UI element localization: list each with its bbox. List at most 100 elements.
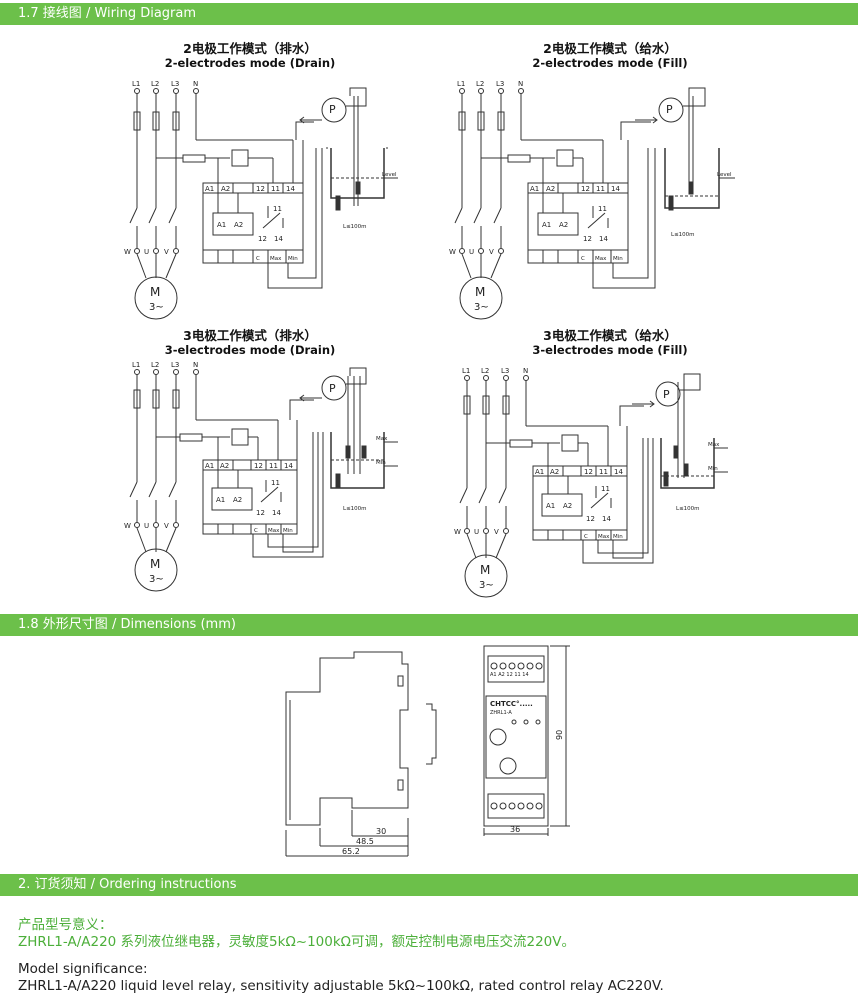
t12-inner-label: 12 xyxy=(586,515,595,523)
l2-label: L2 xyxy=(481,368,489,375)
w-label: W xyxy=(124,248,131,256)
l3-label: L3 xyxy=(496,80,504,88)
model-label: ZHRL1-A xyxy=(490,710,512,716)
motor-label: M xyxy=(475,285,485,299)
dimension-front-view: A1 A2 12 11 14 CHTCC°..... ZHRL1-A 90 36 xyxy=(483,645,570,836)
section-ordering-header: 2. 订货须知 / Ordering instructions xyxy=(0,874,858,896)
level-min-label: Min xyxy=(708,466,718,472)
u-label: U xyxy=(144,522,149,530)
t11-inner-label: 11 xyxy=(273,205,282,213)
t12-inner-label: 12 xyxy=(256,509,265,517)
max-label: Max xyxy=(270,256,282,262)
pump-label: P xyxy=(666,103,673,116)
level-min-label: Min xyxy=(376,460,386,466)
l1-label: L1 xyxy=(132,80,140,88)
v-label: V xyxy=(164,248,169,256)
dim-90-label: 90 xyxy=(555,730,564,740)
t12-label: 12 xyxy=(254,462,263,470)
distance-label: L≤100m xyxy=(343,506,367,512)
pump-label: P xyxy=(663,388,670,401)
l3-label: L3 xyxy=(171,80,179,88)
t11-inner-label: 11 xyxy=(601,485,610,493)
n-label: N xyxy=(518,80,523,88)
section-wiring-title: 1.7 接线图 / Wiring Diagram xyxy=(18,6,197,21)
ordering-cn-text: ZHRL1-A/A220 系列液位继电器，灵敏度5kΩ~100kΩ可调，额定控制… xyxy=(18,934,575,950)
ordering-cn-heading: 产品型号意义： xyxy=(18,917,113,933)
a1-label: A1 xyxy=(205,185,214,193)
l1-label: L1 xyxy=(132,362,140,369)
motor-sub-label: 3~ xyxy=(149,302,164,313)
level-max-label: Max xyxy=(708,442,720,448)
t11-label: 11 xyxy=(269,462,278,470)
l2-label: L2 xyxy=(151,80,159,88)
a1-label: A1 xyxy=(535,468,544,476)
min-label: Min xyxy=(613,256,623,262)
wiring-diagram-fill-2: L1 L2 L3 N A1 A2 12 11 14 A1 A2 11 12 14… xyxy=(449,80,735,320)
a2-label: A2 xyxy=(221,185,230,193)
max-label: Max xyxy=(598,534,610,540)
t14-inner-label: 14 xyxy=(274,235,283,243)
distance-label: L≤100m xyxy=(343,224,367,230)
l1-label: L1 xyxy=(457,80,465,88)
u-label: U xyxy=(469,248,474,256)
max-label: Max xyxy=(595,256,607,262)
t14-inner-label: 14 xyxy=(272,509,281,517)
motor-sub-label: 3~ xyxy=(474,302,489,313)
l2-label: L2 xyxy=(151,362,159,369)
distance-label: L≤100m xyxy=(676,506,700,512)
t12-label: 12 xyxy=(584,468,593,476)
u-label: U xyxy=(474,528,479,536)
a2-inner-label: A2 xyxy=(233,496,242,504)
c-label: C xyxy=(254,528,258,534)
l3-label: L3 xyxy=(501,368,509,375)
t11-inner-label: 11 xyxy=(598,205,607,213)
l2-label: L2 xyxy=(476,80,484,88)
level-max-label: Max xyxy=(376,436,388,442)
l3-label: L3 xyxy=(171,362,179,369)
section-wiring-header: 1.7 接线图 / Wiring Diagram xyxy=(0,3,858,25)
a2-inner-label: A2 xyxy=(563,502,572,510)
max-label: Max xyxy=(268,528,280,534)
t12-label: 12 xyxy=(256,185,265,193)
motor-sub-label: 3~ xyxy=(149,574,164,585)
dim-36-label: 36 xyxy=(510,825,520,834)
level-label: Level xyxy=(717,172,732,178)
distance-label: L≤100m xyxy=(671,232,695,238)
w-label: W xyxy=(124,522,131,530)
t14-inner-label: 14 xyxy=(602,515,611,523)
t14-label: 14 xyxy=(614,468,623,476)
wiring-diagram-fill-3: L1 L2 L3 N A1 A2 12 11 14 A1 A2 11 12 14… xyxy=(454,368,728,598)
a2-label: A2 xyxy=(220,462,229,470)
min-label: Min xyxy=(288,256,298,262)
front-terminal-label: A1 A2 12 11 14 xyxy=(490,672,529,678)
c-label: C xyxy=(584,534,588,540)
motor-label: M xyxy=(480,563,490,577)
pump-label: P xyxy=(329,103,336,116)
t11-label: 11 xyxy=(596,185,605,193)
a2-inner-label: A2 xyxy=(234,221,243,229)
w-label: W xyxy=(454,528,461,536)
a1-label: A1 xyxy=(530,185,539,193)
wiring-diagram-drain-3: L1 L2 L3 N A1 A2 12 11 14 A1 A2 11 12 14… xyxy=(124,362,398,592)
a1-inner-label: A1 xyxy=(217,221,226,229)
dim-30-label: 30 xyxy=(376,827,386,836)
l1-label: L1 xyxy=(462,368,470,375)
dimension-side-view: 30 48.5 65.2 xyxy=(285,651,437,857)
level-label: Level xyxy=(382,172,397,178)
pump-label: P xyxy=(329,382,336,395)
a2-inner-label: A2 xyxy=(559,221,568,229)
ordering-en-heading: Model significance: xyxy=(18,961,148,977)
t11-inner-label: 11 xyxy=(271,479,280,487)
diagram-title-fill-2: 2电极工作模式（给水）2-electrodes mode (Fill) xyxy=(532,41,688,70)
v-label: V xyxy=(164,522,169,530)
t14-label: 14 xyxy=(286,185,295,193)
n-label: N xyxy=(523,368,528,375)
motor-sub-label: 3~ xyxy=(479,580,494,591)
a1-inner-label: A1 xyxy=(546,502,555,510)
t14-label: 14 xyxy=(284,462,293,470)
section-dimensions-title: 1.8 外形尺寸图 / Dimensions (mm) xyxy=(18,617,236,632)
t11-label: 11 xyxy=(271,185,280,193)
a2-label: A2 xyxy=(550,468,559,476)
a2-label: A2 xyxy=(546,185,555,193)
diagram-title-drain-2: 2电极工作模式（排水）2-electrodes mode (Drain) xyxy=(164,41,336,70)
